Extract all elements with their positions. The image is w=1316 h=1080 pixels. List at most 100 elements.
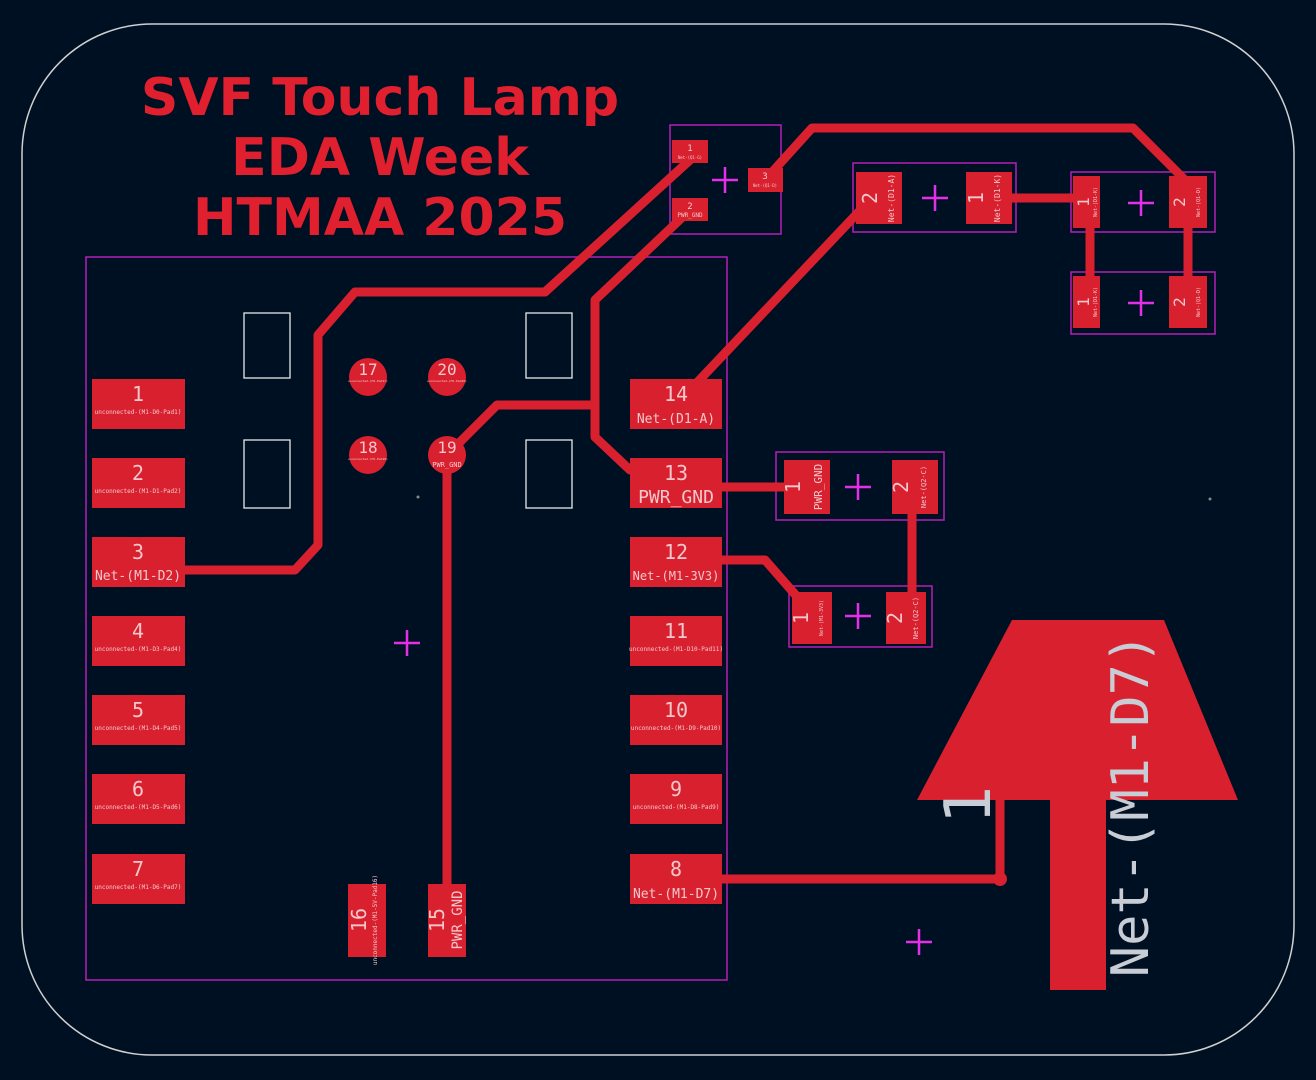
net-label: Net-(M1-3V3) <box>819 600 825 636</box>
net-label: unconnected-(M1-D4-Pad5) <box>95 725 182 732</box>
crosshair-icons <box>394 167 1154 955</box>
pad-15[interactable]: 15 PWR_GND <box>425 884 466 957</box>
net-label: Net-(D1-K) <box>993 174 1002 222</box>
pad-number: 14 <box>664 382 688 406</box>
pad-number: 4 <box>132 619 144 643</box>
crosshair-icon <box>845 603 871 629</box>
board-outline <box>21 23 1295 1056</box>
pad-number: 8 <box>670 857 682 881</box>
pad-number: 6 <box>132 777 144 801</box>
net-label: unconnected-(M1-Pad20) <box>427 379 467 383</box>
pad-number: 1 <box>132 382 144 406</box>
net-label: Net-(D1-A) <box>887 174 896 222</box>
pad-9[interactable]: 9 unconnected-(M1-D8-Pad9) <box>630 774 722 824</box>
pad-4[interactable]: 4 unconnected-(M1-D3-Pad4) <box>92 616 185 666</box>
net-label: PWR_GND <box>638 487 714 508</box>
net-label: unconnected-(M1-Pad17) <box>348 379 388 383</box>
title-line-2: EDA Week <box>231 128 530 188</box>
net-label: Net-(M1-D2) <box>95 569 181 584</box>
pad-number: 10 <box>664 698 688 722</box>
crosshair-icon <box>394 630 420 656</box>
pad-number: 15 <box>425 908 449 932</box>
pad-10[interactable]: 10 unconnected-(M1-D9-Pad10) <box>630 695 722 745</box>
net-label: Net-(Q2-C) <box>920 466 928 508</box>
pad-number: 3 <box>762 172 767 182</box>
crosshair-icon <box>845 474 871 500</box>
pad-number: 2 <box>883 612 907 624</box>
pad-number: 5 <box>132 698 144 722</box>
module-courtyard <box>85 256 728 981</box>
pad-number: 2 <box>1170 297 1189 307</box>
pad-number: 2 <box>858 192 882 204</box>
pad-number: 2 <box>1170 197 1189 207</box>
pad-number: 1 <box>781 481 805 493</box>
title-line-3: HTMAA 2025 <box>193 188 567 248</box>
origin-dot <box>1208 497 1212 501</box>
pad-5[interactable]: 5 unconnected-(M1-D4-Pad5) <box>92 695 185 745</box>
net-label: PWR_GND <box>677 212 703 219</box>
pad-16[interactable]: 16 unconnected-(M1-5V-Pad16) <box>347 875 386 965</box>
net-label: Net-(Q1-D) <box>1196 187 1202 217</box>
pad-number: 18 <box>358 438 377 457</box>
pad-11[interactable]: 11 unconnected-(M1-D10-Pad11) <box>629 616 723 666</box>
pad-number: 12 <box>664 540 688 564</box>
net-label: PWR_GND <box>812 464 825 510</box>
crosshair-icon <box>1128 290 1154 316</box>
touch-pad[interactable]: 1 Net-(M1-D7) <box>917 620 1238 990</box>
net-label: unconnected-(M1-D1-Pad2) <box>95 488 182 495</box>
net-label: unconnected-(M1-D3-Pad4) <box>95 646 182 653</box>
net-label: unconnected-(M1-Pad18) <box>348 457 388 461</box>
module-left-pads: 1 unconnected-(M1-D0-Pad1) 2unconnected-(… <box>92 379 185 904</box>
pad-number: 11 <box>664 619 688 643</box>
net-label: PWR_GND <box>450 890 466 949</box>
pad-number: 1 <box>964 192 988 204</box>
title-silkscreen: SVF Touch Lamp EDA Week HTMAA 2025 <box>141 68 619 248</box>
net-label: unconnected-(M1-5V-Pad16) <box>372 875 379 965</box>
d1-pad-2[interactable]: 2 Net-(D1-A) <box>856 172 902 224</box>
pad-number: 16 <box>347 908 371 932</box>
net-label: unconnected-(M1-D8-Pad9) <box>633 804 720 811</box>
touch-pad-number: 1 <box>932 786 1006 825</box>
d1-pad-1[interactable]: 1 Net-(D1-K) <box>964 172 1012 224</box>
traces <box>180 123 1193 905</box>
net-label: unconnected-(M1-D10-Pad11) <box>629 646 723 653</box>
led-a-pad-2[interactable]: 2 Net-(Q1-D) <box>1169 176 1207 228</box>
pad-number: 9 <box>670 777 682 801</box>
net-label: PWR_GND <box>432 461 462 469</box>
pad-number: 13 <box>664 461 688 485</box>
pad-number: 19 <box>437 438 456 457</box>
net-label: Net-(Q1-G) <box>678 155 702 160</box>
led-b-courtyard <box>1070 271 1216 335</box>
net-label: Net-(D1-A) <box>637 412 715 427</box>
crosshair-icon <box>712 167 738 193</box>
net-label: unconnected-(M1-D0-Pad1) <box>95 409 182 416</box>
c1-pad-1[interactable]: 1 PWR_GND <box>781 460 830 514</box>
crosshair-icon <box>922 185 948 211</box>
pad-number: 17 <box>358 360 377 379</box>
r1-courtyard <box>788 585 933 648</box>
pad-1[interactable]: 1 unconnected-(M1-D0-Pad1) <box>92 379 185 429</box>
net-label: unconnected-(M1-D9-Pad10) <box>631 725 721 732</box>
